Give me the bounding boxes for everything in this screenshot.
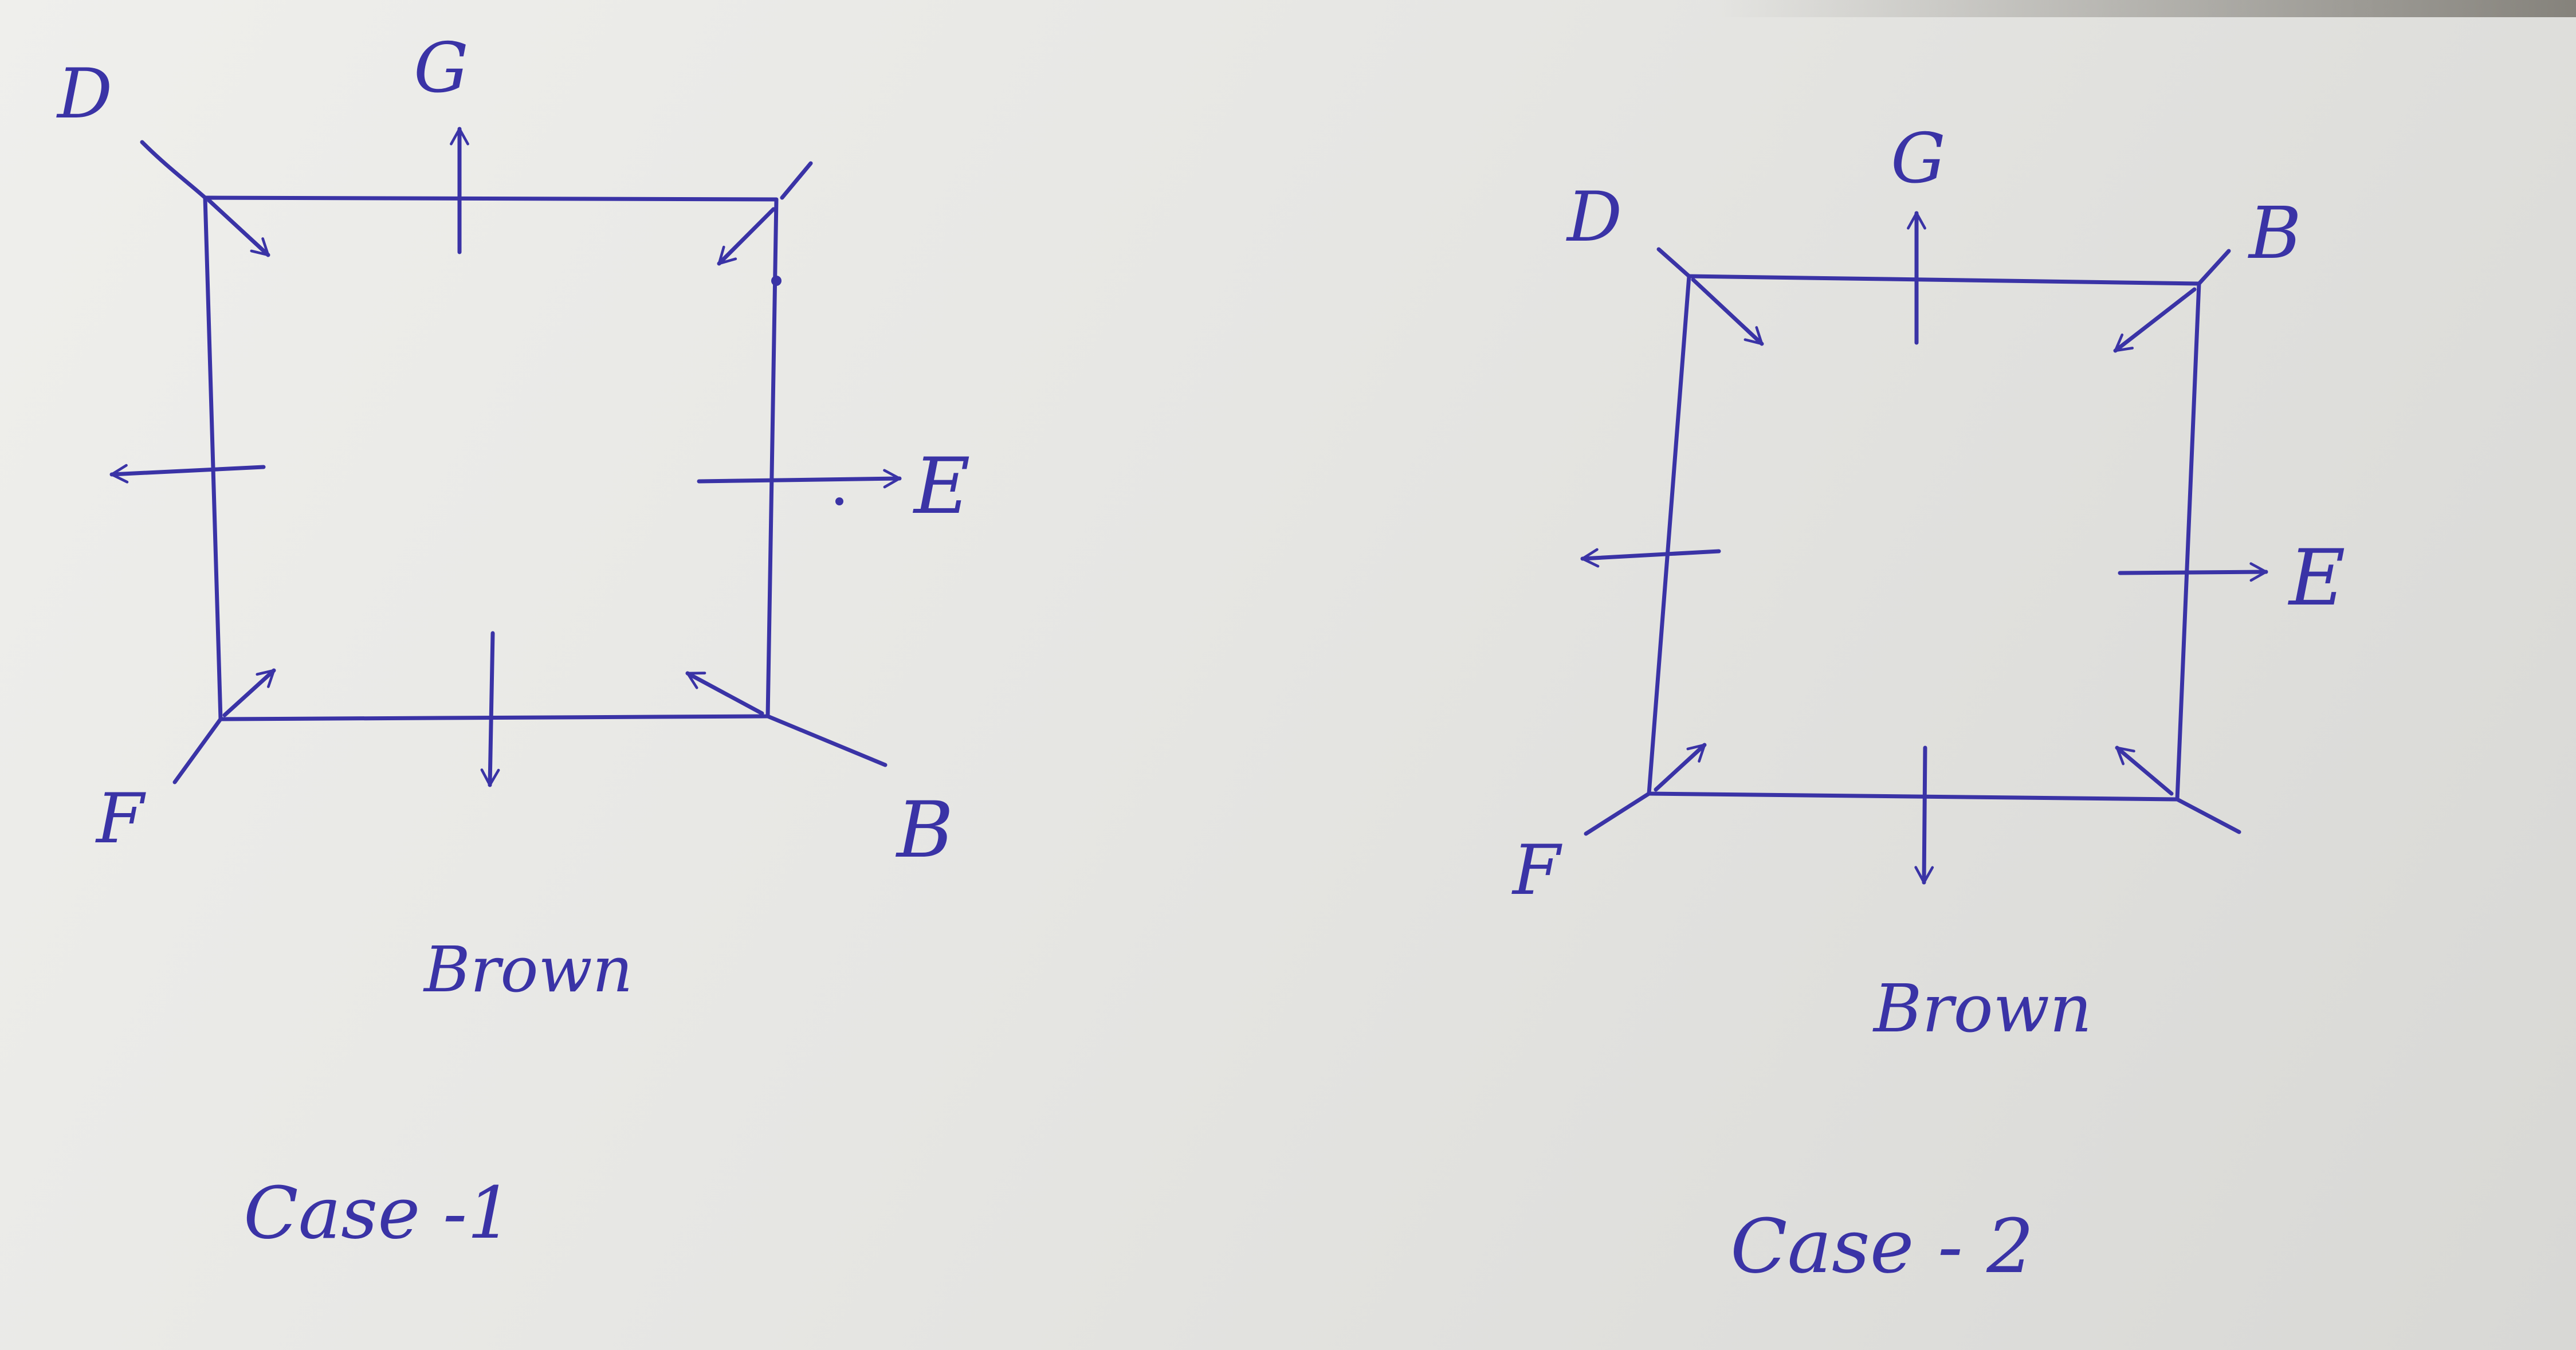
case-2-caption: Case - 2 <box>1730 1203 2034 1290</box>
case-1-label-f: F <box>95 779 146 859</box>
case-2-label-d: D <box>1566 178 1622 257</box>
case-1-corner-line-d <box>140 140 207 200</box>
case-2-corner-line-d <box>1656 247 1691 278</box>
case-1-corner-line-top-right <box>780 161 813 200</box>
paper-edge-shadow <box>1717 0 2576 17</box>
case-1-corner-line-f <box>172 717 223 784</box>
case-2-corner-arrow-d <box>1691 277 1764 346</box>
case-2-corner-line-b <box>2197 249 2231 286</box>
case-2-box <box>1647 274 2201 802</box>
case-2-corner-arrow-bottom-right <box>2115 745 2174 796</box>
case-2-label-e: E <box>2287 533 2346 623</box>
case-1-label-d: D <box>56 54 112 134</box>
case-1-arrow-down <box>480 631 500 787</box>
case-2-corner-arrow-f <box>1654 743 1707 792</box>
case-1-corner-arrow-f <box>222 668 276 717</box>
case-1-label-e: E <box>912 441 971 531</box>
case-1-label-b: B <box>895 785 953 875</box>
case-2-corner-line-f <box>1584 791 1651 836</box>
case-1-corner-dot <box>771 276 782 286</box>
case-2-diagram: D G B E F Brown Case - 2 <box>1511 119 2346 1290</box>
case-2-box-label: Brown <box>1872 971 2092 1047</box>
case-2-label-b: B <box>2248 192 2302 275</box>
case-1-diagram: D G E B F Brown Case -1 <box>56 29 971 1255</box>
case-1-arrow-left <box>109 464 266 484</box>
case-1-dot <box>835 497 843 505</box>
case-2-arrow-right-e <box>2118 562 2268 582</box>
case-2-arrow-down <box>1914 745 1934 885</box>
case-2-label-f: F <box>1511 831 1562 911</box>
case-1-caption: Case -1 <box>244 1172 513 1255</box>
case-2-label-g: G <box>1891 119 1946 199</box>
case-1-corner-arrow-d <box>207 198 270 257</box>
case-2-arrow-left <box>1580 548 1721 568</box>
case-2-corner-arrow-b <box>2113 287 2197 353</box>
case-1-corner-arrow-top-right <box>717 207 776 266</box>
case-1-label-g: G <box>414 29 469 108</box>
case-1-arrow-right-e <box>697 469 902 489</box>
case-1-corner-line-b <box>765 714 888 767</box>
case-2-corner-line-bottom-right <box>2175 797 2241 834</box>
case-1-box-label: Brown <box>423 933 633 1006</box>
case-1-corner-arrow-b <box>685 671 764 716</box>
